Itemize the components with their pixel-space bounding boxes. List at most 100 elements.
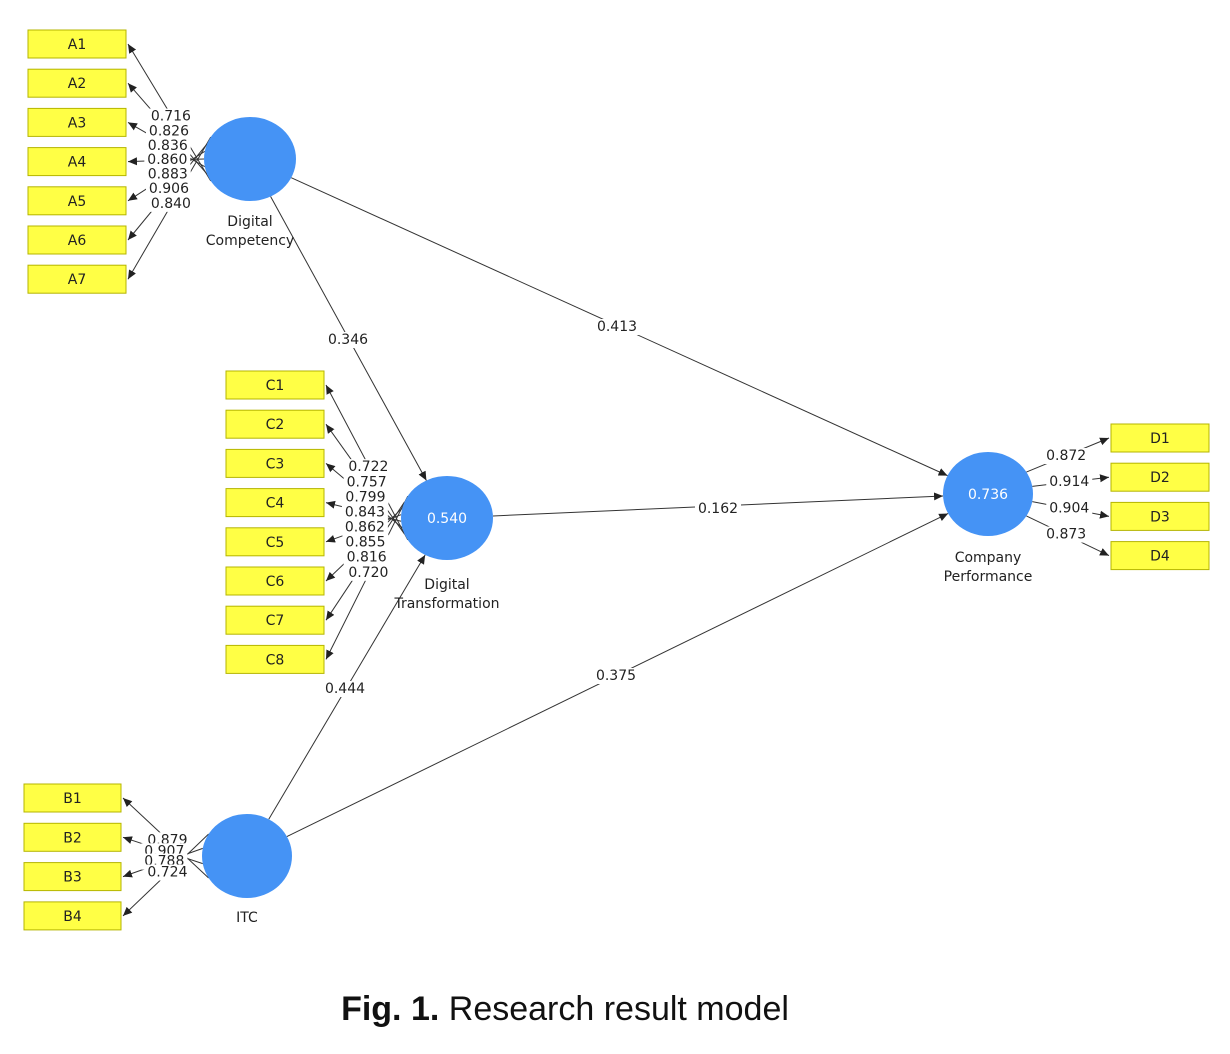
loading-value-c8-bg — [345, 564, 392, 581]
indicator-label-d4: D4 — [1150, 549, 1170, 565]
loading-value-d4: 0.873 — [1046, 527, 1086, 543]
construct-node-itc — [202, 814, 292, 898]
path-coefficient-dc-dt: 0.346 — [328, 332, 368, 348]
indicator-label-d3: D3 — [1150, 509, 1170, 525]
loading-value-c3: 0.799 — [345, 490, 385, 506]
loading-value-d1-bg — [1043, 448, 1090, 465]
loading-value-d1: 0.872 — [1046, 448, 1086, 464]
loading-value-d3-bg — [1046, 500, 1093, 517]
indicator-label-b2: B2 — [63, 830, 82, 846]
loading-value-c2-bg — [343, 474, 390, 491]
indicator-box-a2 — [27, 68, 127, 98]
construct-label-dc-0: Digital — [227, 214, 272, 230]
indicator-label-b3: B3 — [63, 870, 82, 886]
construct-label-cp-1: Performance — [944, 569, 1033, 585]
loading-value-a5-bg — [144, 166, 191, 183]
caption-label: Fig. 1. — [341, 990, 440, 1028]
construct-node-dt — [401, 476, 493, 560]
path-coefficient-itc-cp-bg — [593, 668, 639, 684]
indicator-box-b4 — [23, 901, 122, 931]
indicator-box-c4 — [225, 488, 325, 518]
indicator-box-d4 — [1110, 541, 1210, 571]
indicator-box-c5 — [225, 527, 325, 557]
indicator-box-c6 — [225, 566, 325, 596]
loading-value-c8: 0.720 — [348, 565, 388, 581]
indicator-label-b4: B4 — [63, 909, 82, 925]
loading-value-a7: 0.840 — [151, 196, 191, 212]
indicator-label-c8: C8 — [266, 652, 285, 668]
indicator-box-d2 — [1110, 462, 1210, 492]
indicator-box-a3 — [27, 107, 127, 137]
path-coefficient-dt-cp-bg — [695, 501, 741, 517]
caption-text: Research result model — [439, 990, 789, 1028]
loading-value-a5: 0.883 — [148, 167, 188, 183]
indicator-box-d3 — [1110, 501, 1210, 531]
loading-value-b4: 0.724 — [147, 865, 187, 881]
indicator-box-d1 — [1110, 423, 1210, 453]
loading-value-a1: 0.716 — [151, 109, 191, 125]
indicator-box-a7 — [27, 264, 127, 294]
path-coefficient-itc-dt: 0.444 — [325, 681, 365, 697]
indicator-box-b2 — [23, 822, 122, 852]
indicator-box-c2 — [225, 409, 325, 439]
loading-value-a7-bg — [147, 195, 194, 212]
indicator-label-c2: C2 — [266, 417, 285, 433]
path-coefficient-dc-cp-bg — [594, 319, 640, 335]
indicator-label-a4: A4 — [68, 155, 87, 171]
figure-caption: Fig. 1. Research result model — [0, 990, 1130, 1029]
indicator-box-a4 — [27, 147, 127, 177]
construct-label-dt-1: Transformation — [393, 596, 499, 612]
indicator-label-d2: D2 — [1150, 470, 1170, 486]
indicator-box-b1 — [23, 783, 122, 813]
indicator-label-a3: A3 — [68, 115, 86, 131]
indicator-label-c7: C7 — [266, 613, 285, 629]
indicator-box-a1 — [27, 29, 127, 59]
loading-value-c5-bg — [341, 519, 388, 536]
loading-value-a3-bg — [144, 137, 191, 154]
indicator-box-c7 — [225, 605, 325, 635]
loading-value-c3-bg — [342, 489, 389, 506]
loading-value-c1-bg — [345, 459, 392, 476]
construct-label-cp-0: Company — [955, 550, 1022, 566]
loading-value-d2: 0.914 — [1049, 474, 1089, 490]
loading-value-c7-bg — [343, 549, 390, 566]
indicator-label-c6: C6 — [266, 574, 285, 590]
indicator-box-a6 — [27, 225, 127, 255]
loading-value-d2-bg — [1046, 474, 1093, 491]
construct-node-cp — [943, 452, 1033, 536]
construct-label-dc-1: Competency — [206, 233, 294, 249]
indicator-box-b3 — [23, 862, 122, 892]
path-coefficient-itc-cp: 0.375 — [596, 668, 636, 684]
indicator-label-a6: A6 — [68, 233, 87, 249]
indicator-box-c1 — [225, 370, 325, 400]
loading-value-c2: 0.757 — [347, 474, 387, 490]
indicator-label-a7: A7 — [68, 272, 86, 288]
indicator-label-a5: A5 — [68, 194, 86, 210]
research-model-diagram: A1A2A3A4A5A6A7C1C2C3C4C5C6C7C8B1B2B3B4D1… — [23, 29, 1210, 931]
loading-value-a6-bg — [145, 181, 192, 198]
construct-r2-cp: 0.736 — [968, 487, 1008, 503]
loading-value-a1-bg — [147, 108, 194, 125]
path-coefficient-dt-cp: 0.162 — [698, 501, 738, 517]
indicator-label-a2: A2 — [68, 76, 86, 92]
indicator-label-c5: C5 — [266, 535, 285, 551]
construct-label-dt-0: Digital — [424, 577, 469, 593]
loading-value-a4: 0.860 — [147, 152, 187, 168]
loading-value-c6-bg — [342, 534, 389, 551]
indicator-label-c4: C4 — [266, 496, 285, 512]
path-coefficient-dc-dt-bg — [325, 332, 371, 348]
loading-value-c7: 0.816 — [347, 550, 387, 566]
indicator-label-c1: C1 — [266, 378, 285, 394]
loading-value-c6: 0.855 — [345, 534, 385, 550]
loading-value-c5: 0.862 — [345, 519, 385, 535]
indicator-label-a1: A1 — [68, 37, 86, 53]
indicator-label-d1: D1 — [1150, 431, 1170, 447]
loading-value-c1: 0.722 — [348, 459, 388, 475]
loading-value-c4-bg — [341, 504, 388, 521]
construct-label-itc-0: ITC — [236, 910, 258, 926]
loading-value-a6: 0.906 — [149, 181, 189, 197]
loading-value-a2: 0.826 — [149, 123, 189, 139]
indicator-box-a5 — [27, 186, 127, 216]
indicator-box-c8 — [225, 644, 325, 674]
loading-value-c4: 0.843 — [345, 505, 385, 521]
